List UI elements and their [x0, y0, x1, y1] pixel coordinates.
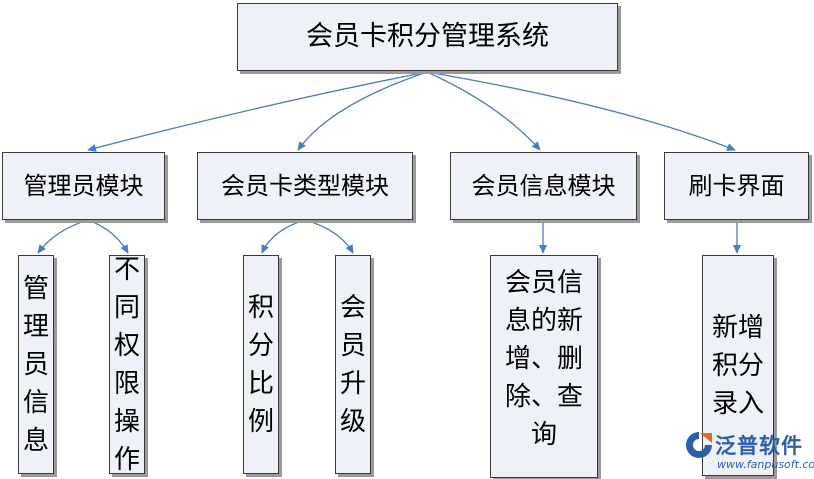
module-node-label: 管理员模块	[23, 172, 144, 200]
connector-root-to-swipe	[426, 71, 736, 151]
module-node-card-swipe: 刷卡界面	[664, 152, 809, 220]
leaf-node-label: 积分比例	[247, 292, 274, 437]
leaf-node-label: 会员信息的新增、删除、查询	[504, 268, 583, 450]
module-node-label: 会员卡类型模块	[221, 172, 389, 200]
connector-cardtype-to-upgrade	[304, 219, 354, 254]
brand-logo-icon	[686, 432, 712, 458]
connector-root-to-memberinfo	[426, 71, 541, 151]
root-node-label: 会员卡积分管理系统	[306, 21, 549, 52]
leaf-node-points-ratio: 积分比例	[243, 255, 279, 474]
brand-watermark: 泛普软件 www.fanpusoft.com	[683, 428, 814, 478]
leaf-node-permission-ops: 不同权限操作	[109, 255, 145, 475]
connector-root-to-admin	[87, 71, 428, 152]
leaf-node-points-entry: 新增积分录入	[702, 255, 774, 476]
brand-name: 泛普软件	[715, 434, 803, 458]
brand-url: www.fanpusoft.com	[717, 458, 814, 471]
module-node-label: 会员信息模块	[471, 172, 616, 200]
leaf-node-member-crud: 会员信息的新增、删除、查询	[490, 255, 598, 478]
module-node-admin: 管理员模块	[2, 152, 165, 220]
leaf-node-label: 新增积分录入	[711, 312, 764, 419]
module-node-card-type: 会员卡类型模块	[197, 152, 413, 220]
connector-admin-to-info	[37, 219, 89, 254]
module-node-member-info: 会员信息模块	[450, 152, 637, 220]
leaf-node-member-upgrade: 会员升级	[335, 255, 371, 474]
connector-cardtype-to-ratio	[261, 219, 306, 254]
root-node: 会员卡积分管理系统	[237, 3, 618, 71]
connector-root-to-cardtype	[297, 71, 428, 151]
leaf-node-admin-info: 管理员信息	[18, 255, 54, 474]
module-node-label: 刷卡界面	[688, 172, 785, 200]
leaf-node-label: 不同权限操作	[113, 254, 140, 475]
leaf-node-label: 会员升级	[339, 292, 366, 437]
connector-admin-to-perm	[87, 219, 129, 254]
leaf-node-label: 管理员信息	[22, 273, 49, 456]
